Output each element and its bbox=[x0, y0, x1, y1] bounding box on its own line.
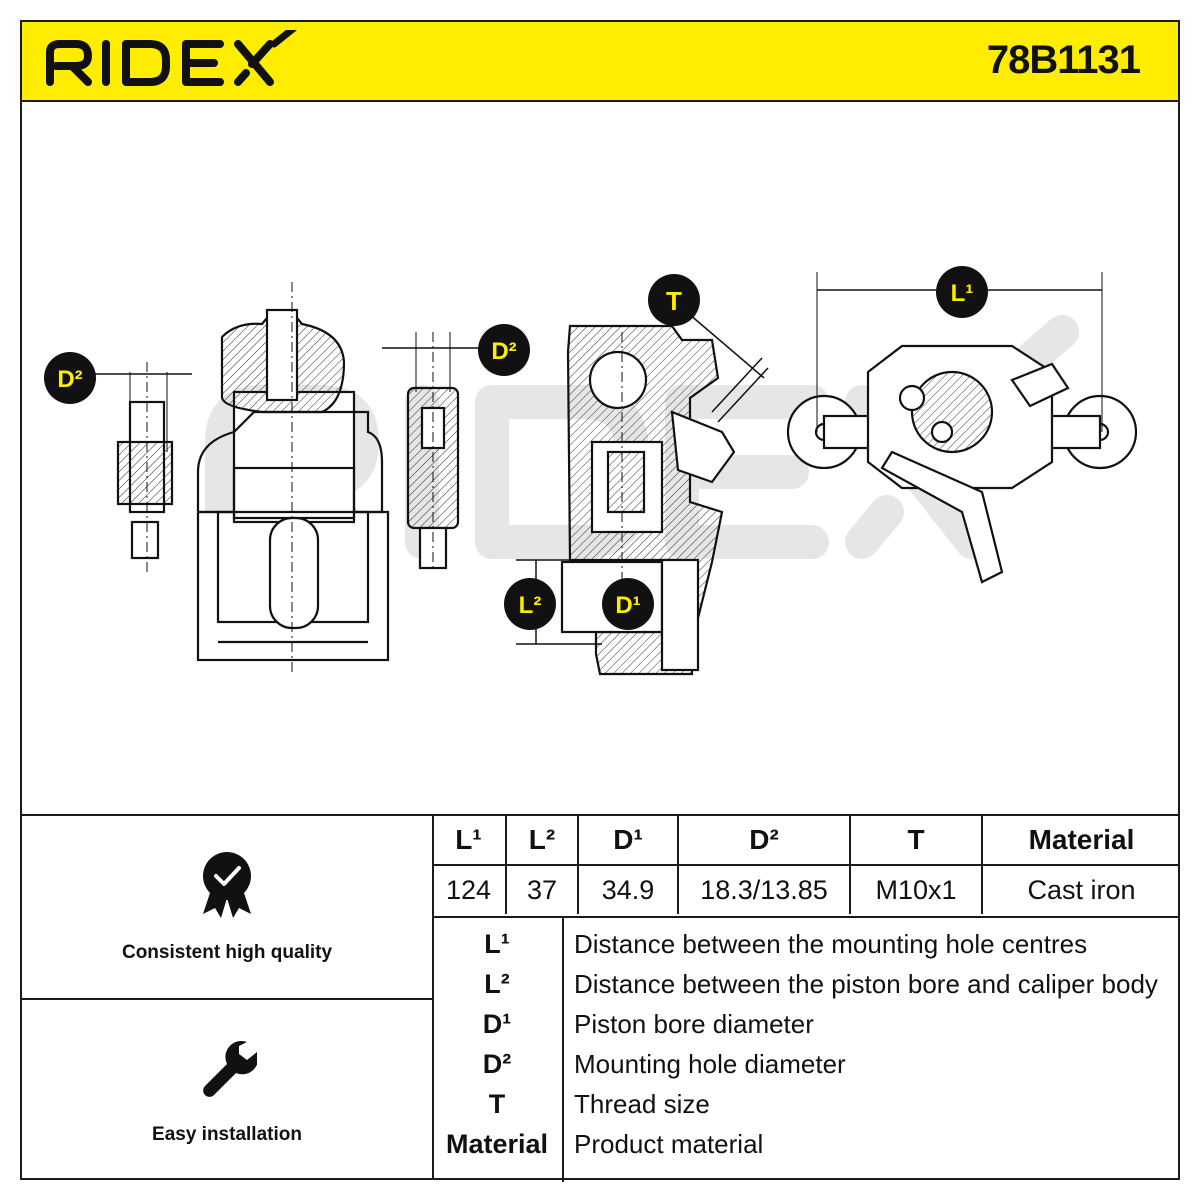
legend-symbol: T bbox=[488, 1089, 506, 1119]
legend-symbol: L² bbox=[484, 969, 510, 999]
caliper-drawings: D² D² T L² D¹ L¹ bbox=[44, 266, 1138, 676]
legend-symbol-column bbox=[432, 918, 564, 1182]
features-column: Consistent high quality Easy installatio… bbox=[22, 816, 434, 1180]
callout-l2: L² bbox=[504, 578, 556, 630]
header-bar: 78B1131 bbox=[22, 22, 1178, 102]
legend-description: Piston bore diameter bbox=[574, 1009, 814, 1039]
specs-table: L¹ L² D¹ D² T Material 124 37 34.9 18.3/… bbox=[432, 816, 1180, 916]
spec-header: Material bbox=[982, 816, 1180, 866]
svg-text:T: T bbox=[666, 286, 682, 316]
legend-symbol: D² bbox=[482, 1049, 512, 1079]
info-panel: Consistent high quality Easy installatio… bbox=[22, 814, 1180, 1182]
svg-text:L¹: L¹ bbox=[951, 280, 974, 307]
caliper-section-view bbox=[560, 324, 736, 676]
technical-drawing: D² D² T L² D¹ L¹ bbox=[22, 102, 1178, 814]
callout-t: T bbox=[648, 274, 700, 326]
spec-value: Cast iron bbox=[1027, 874, 1136, 905]
specs-value-row: 124 37 34.9 18.3/13.85 M10x1 Cast iron bbox=[432, 865, 1180, 914]
spec-header: L¹ bbox=[432, 816, 507, 866]
datasheet-frame: 78B1131 bbox=[20, 20, 1180, 1182]
legend-symbol: L¹ bbox=[484, 929, 510, 959]
specs-header-row: L¹ L² D¹ D² T Material bbox=[432, 816, 1180, 866]
spec-value: 34.9 bbox=[578, 865, 679, 914]
wrench-icon bbox=[203, 1040, 257, 1097]
dimension-lines-left bbox=[92, 347, 482, 375]
dimension-lines-middle bbox=[516, 307, 769, 645]
spec-header: L² bbox=[506, 816, 579, 866]
callout-d2-right: D² bbox=[478, 324, 530, 376]
spec-header: D¹ bbox=[578, 816, 679, 866]
spec-value: M10x1 bbox=[850, 865, 983, 914]
callout-d2-left: D² bbox=[44, 352, 96, 404]
legend-description: Distance between the piston bore and cal… bbox=[574, 969, 1158, 999]
svg-text:D¹: D¹ bbox=[615, 592, 640, 619]
spec-value: 124 bbox=[432, 865, 507, 914]
svg-text:D²: D² bbox=[57, 366, 82, 393]
ridex-logo bbox=[46, 30, 297, 86]
feature-quality: Consistent high quality bbox=[22, 816, 432, 1000]
legend-symbol: D¹ bbox=[482, 1009, 512, 1039]
legend-description: Distance between the mounting hole centr… bbox=[574, 929, 1088, 959]
legend-description: Mounting hole diameter bbox=[574, 1049, 846, 1079]
spec-header: T bbox=[850, 816, 983, 866]
svg-text:L²: L² bbox=[519, 592, 542, 619]
quality-badge-icon bbox=[203, 852, 251, 918]
svg-text:D²: D² bbox=[491, 338, 516, 365]
caliper-front-view bbox=[116, 282, 460, 672]
spec-value: 37 bbox=[506, 865, 579, 914]
feature-quality-label: Consistent high quality bbox=[121, 942, 333, 963]
caliper-side-view bbox=[786, 272, 1138, 584]
feature-installation-label: Easy installation bbox=[152, 1124, 302, 1145]
callout-l1: L¹ bbox=[936, 266, 988, 318]
legend-description: Thread size bbox=[574, 1089, 710, 1119]
feature-installation: Easy installation bbox=[22, 1000, 432, 1180]
legend-symbol: Material bbox=[445, 1129, 549, 1159]
legend-table: L¹ Distance between the mounting hole ce… bbox=[432, 916, 1178, 1182]
spec-value: 18.3/13.85 bbox=[678, 865, 851, 914]
part-number: 78B1131 bbox=[986, 38, 1141, 82]
callout-d1: D¹ bbox=[602, 578, 654, 630]
spec-header: D² bbox=[678, 816, 851, 866]
legend-description: Product material bbox=[574, 1129, 764, 1159]
